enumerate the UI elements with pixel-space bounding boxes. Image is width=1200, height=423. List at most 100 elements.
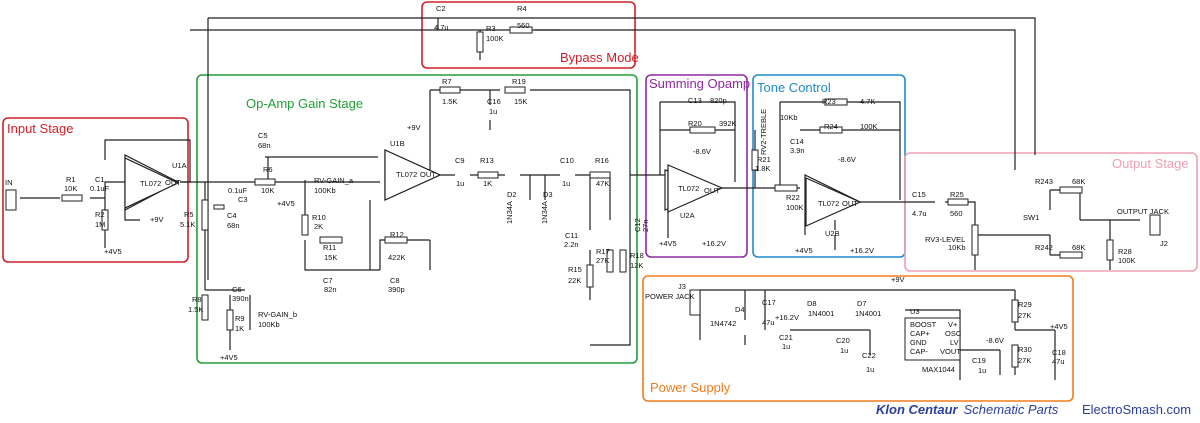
r12-label: R12 bbox=[390, 230, 404, 239]
u1a-type: TL072 bbox=[140, 179, 161, 188]
opamp-symbols bbox=[124, 149, 862, 227]
r12-symbol bbox=[384, 236, 408, 244]
output-jack-label: OUTPUT JACK bbox=[1117, 207, 1169, 216]
p9a-label: +9V bbox=[150, 215, 164, 224]
u2a-type: TL072 bbox=[678, 184, 699, 193]
c13-label: C13 bbox=[688, 96, 702, 105]
r3-symbol bbox=[476, 31, 484, 53]
c21-value: 1u bbox=[782, 342, 790, 351]
c9-value: 1u bbox=[456, 179, 464, 188]
r6-value: 10K bbox=[261, 186, 274, 195]
r13-symbol bbox=[477, 171, 499, 179]
j3-label: J3 bbox=[678, 282, 686, 291]
u2b-label: U2B bbox=[825, 229, 840, 238]
u3-vout: VOUT bbox=[940, 347, 961, 356]
c16-label: C16 bbox=[487, 97, 501, 106]
r6-label: R6 bbox=[263, 165, 273, 174]
c2-value: 4.7u bbox=[434, 23, 449, 32]
r23-value: 4.7K bbox=[860, 97, 875, 106]
sw1-label: SW1 bbox=[1023, 213, 1039, 222]
u3-gnd: GND bbox=[910, 338, 927, 347]
bypass-mode-title: Bypass Mode bbox=[560, 50, 639, 65]
r4-label: R4 bbox=[517, 4, 527, 13]
u3-chip-symbol bbox=[904, 317, 961, 361]
r10-value: 2K bbox=[314, 222, 323, 231]
power-supply-title: Power Supply bbox=[650, 380, 731, 395]
r20-symbol bbox=[689, 126, 716, 134]
c20-value: 1u bbox=[840, 346, 848, 355]
r10-symbol bbox=[301, 214, 309, 236]
p4v5f-label: +4V5 bbox=[1050, 322, 1068, 331]
r1-symbol bbox=[61, 194, 83, 202]
r23-symbol bbox=[824, 98, 848, 106]
r13-label: R13 bbox=[480, 156, 494, 165]
c7-label: C7 bbox=[323, 276, 333, 285]
r22-label: R22 bbox=[786, 193, 800, 202]
r16-label: R16 bbox=[595, 156, 609, 165]
r6-symbol bbox=[254, 178, 276, 186]
tone-control-title: Tone Control bbox=[757, 80, 831, 95]
m86b-label: -8.6V bbox=[838, 155, 856, 164]
component-labels: IN R1 10K C1 0.1uF R2 1M +4V5 U1A TL072 … bbox=[5, 4, 1169, 375]
r5-symbol bbox=[201, 199, 209, 231]
c14-value: 3.9n bbox=[790, 146, 805, 155]
r19-symbol bbox=[504, 86, 526, 94]
r24-value: 100K bbox=[860, 122, 878, 131]
rv3-label: RV3-LEVEL bbox=[925, 235, 965, 244]
r11-value: 15K bbox=[324, 253, 337, 262]
c22-value: 1u bbox=[866, 365, 874, 374]
c18-label: C18 bbox=[1052, 348, 1066, 357]
c17-value: 47u bbox=[762, 318, 775, 327]
rva-value: 100Kb bbox=[314, 186, 336, 195]
r12-value: 422K bbox=[388, 253, 406, 262]
r25-symbol bbox=[947, 198, 969, 206]
u1a-out: OUT bbox=[165, 178, 181, 187]
r11-label: R11 bbox=[323, 243, 336, 252]
r243-value: 68K bbox=[1072, 177, 1085, 186]
c19-value: 1u bbox=[978, 366, 986, 375]
r23-label: R23 bbox=[822, 97, 836, 106]
gain-stage-title: Op-Amp Gain Stage bbox=[246, 96, 363, 111]
r28-label: R28 bbox=[1118, 247, 1132, 256]
d3-label: D3 bbox=[543, 190, 553, 199]
d2-value: 1N34A bbox=[505, 201, 514, 224]
c1-label: C1 bbox=[95, 175, 105, 184]
power-jack-label: POWER JACK bbox=[645, 292, 695, 301]
r4-value: 560 bbox=[517, 21, 530, 30]
r18-label: R18 bbox=[630, 251, 644, 260]
c6-label: C6 bbox=[232, 285, 242, 294]
input-stage-box bbox=[2, 117, 189, 263]
r30-symbol bbox=[1011, 344, 1019, 368]
u2b-triangle bbox=[805, 177, 862, 227]
u2b-out: OUT bbox=[842, 199, 858, 208]
c11-label: C11 bbox=[565, 231, 578, 240]
power-supply-box bbox=[642, 275, 1074, 402]
c16-value: 1u bbox=[489, 107, 497, 116]
output-stage-box bbox=[904, 152, 1198, 272]
r243-label: R243 bbox=[1035, 177, 1053, 186]
r24-symbol bbox=[819, 126, 843, 134]
c3-value: 0.1uF bbox=[228, 186, 248, 195]
r19-label: R19 bbox=[512, 77, 526, 86]
c8-value: 390p bbox=[388, 285, 405, 294]
r4-symbol bbox=[509, 26, 533, 34]
power-jack-symbol bbox=[689, 289, 701, 316]
j2-label: J2 bbox=[1160, 239, 1168, 248]
r29-label: R29 bbox=[1018, 300, 1032, 309]
p4v5c-label: +4V5 bbox=[277, 199, 295, 208]
r2-symbol bbox=[101, 209, 109, 231]
r17-label: R17 bbox=[596, 247, 610, 256]
r8-symbol bbox=[201, 294, 209, 321]
r2-label: R2 bbox=[95, 210, 105, 219]
c3-label: C3 bbox=[238, 195, 248, 204]
p4v5d-label: +4V5 bbox=[659, 239, 677, 248]
c5-value: 68n bbox=[258, 141, 271, 150]
c1-value: 0.1uF bbox=[90, 184, 110, 193]
u3-vplus: V+ bbox=[948, 320, 958, 329]
r5-value: 5.1K bbox=[180, 220, 195, 229]
summing-opamp-title: Summing Opamp bbox=[649, 76, 750, 91]
r19-value: 15K bbox=[514, 97, 527, 106]
output-stage-title: Output Stage bbox=[1112, 156, 1189, 171]
r8-value: 1.5K bbox=[188, 305, 203, 314]
u2b-type: TL072 bbox=[818, 199, 839, 208]
